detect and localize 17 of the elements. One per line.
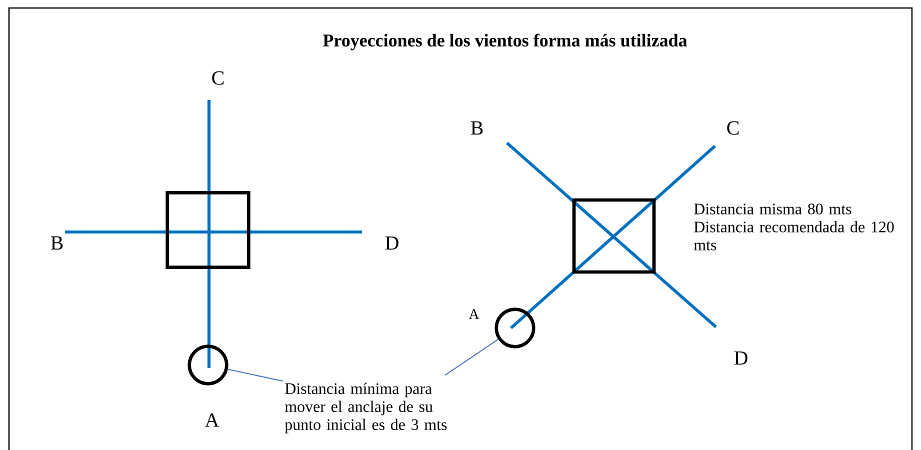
anchor-circle — [494, 308, 536, 348]
note-text: Distancia misma 80 mts Distancia recomendada de 120 mts — [694, 204, 894, 250]
point-letter: C — [727, 121, 739, 135]
point-letter: A — [468, 309, 480, 319]
point-letter: D — [734, 351, 748, 365]
anchor-circle — [188, 344, 228, 386]
point-letter: C — [212, 71, 224, 85]
point-letter: B — [50, 236, 63, 250]
square-frame — [572, 198, 656, 274]
annotation-text: Distancia mínima para mover el anclaje de su punto inicial es de 3 mts — [284, 382, 447, 434]
leader-line — [228, 368, 284, 382]
leader-line — [444, 338, 498, 376]
title: Proyecciones de los vientos forma más utilizada — [323, 34, 688, 50]
square-frame — [166, 191, 250, 269]
point-letter: A — [204, 413, 220, 427]
point-letter: D — [385, 236, 398, 250]
point-letter: B — [470, 121, 483, 135]
